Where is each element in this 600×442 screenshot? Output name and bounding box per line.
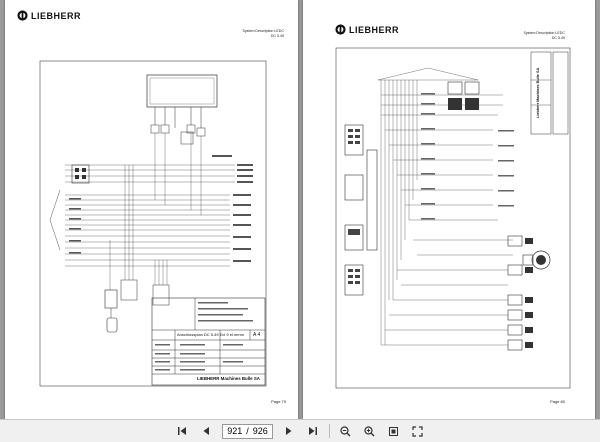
zoom-in-icon[interactable] bbox=[362, 423, 378, 439]
liebherr-emblem-icon bbox=[335, 24, 346, 35]
drawing-title: Anschlussplan DC 5.49 Ecl 9 el.mmm bbox=[177, 332, 244, 337]
page-label-right: Page 80 bbox=[550, 399, 565, 404]
page-separator: / bbox=[246, 426, 249, 436]
liebherr-emblem-icon bbox=[17, 10, 28, 21]
liebherr-logo: LIEBHERR bbox=[335, 24, 399, 35]
liebherr-logo: LIEBHERR bbox=[17, 10, 81, 21]
document-page-right: LIEBHERR System Description LEDC DC 5.49 bbox=[303, 0, 595, 419]
side-banner: Liebherr Machines Bulle SA bbox=[536, 67, 540, 118]
total-pages: 926 bbox=[252, 426, 268, 436]
toolbar-separator bbox=[328, 424, 330, 438]
wiring-schematic-right bbox=[335, 47, 571, 389]
fullscreen-icon[interactable] bbox=[410, 423, 426, 439]
pdf-viewer-toolbar: 921 / 926 bbox=[0, 419, 600, 442]
sheet-code: A 4 bbox=[253, 332, 261, 338]
header-line-2: DC 5.49 bbox=[551, 36, 565, 40]
page-number-field[interactable]: 921 / 926 bbox=[222, 423, 273, 439]
brand-text: LIEBHERR bbox=[31, 10, 82, 21]
current-page: 921 bbox=[227, 426, 243, 436]
first-page-icon[interactable] bbox=[174, 423, 190, 439]
zoom-out-icon[interactable] bbox=[338, 423, 354, 439]
wiring-schematic-left bbox=[39, 60, 267, 387]
previous-page-icon[interactable] bbox=[198, 423, 214, 439]
header-line-2: DC 5.49 bbox=[270, 34, 284, 38]
page-label-left: Page 79 bbox=[271, 399, 286, 404]
header-line-1: System Description LEDC bbox=[523, 31, 565, 35]
last-page-icon[interactable] bbox=[305, 423, 321, 439]
document-page-left: LIEBHERR System Description LEDC DC 5.49 bbox=[5, 0, 298, 419]
next-page-icon[interactable] bbox=[281, 423, 297, 439]
fit-page-icon[interactable] bbox=[386, 423, 402, 439]
company-name: LIEBHERR Machines Bulle SA bbox=[197, 376, 260, 381]
header-line-1: System Description LEDC bbox=[242, 29, 284, 33]
brand-text: LIEBHERR bbox=[349, 24, 400, 35]
